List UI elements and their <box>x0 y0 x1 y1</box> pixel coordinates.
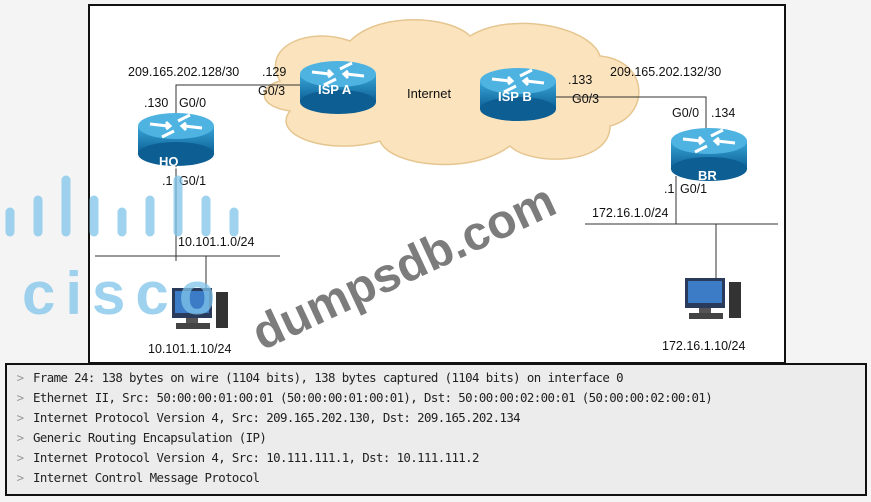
router-br-label: BR <box>698 168 717 183</box>
cloud-label: Internet <box>407 86 452 101</box>
row-text: Ethernet II, Src: 50:00:00:01:00:01 (50:… <box>33 390 713 405</box>
net-left-label: 209.165.202.128/30 <box>128 65 240 79</box>
hq-pc-label: 10.101.1.10/24 <box>148 342 232 356</box>
expand-chevron-icon[interactable]: > <box>16 370 24 385</box>
hq-lan-if-label: G0/1 <box>179 174 207 188</box>
router-ispb-label: ISP B <box>498 89 532 104</box>
packet-details-pane: > Frame 24: 138 bytes on wire (1104 bits)… <box>5 363 867 496</box>
pc-hq-icon <box>172 288 228 329</box>
ispb-if-label: G0/3 <box>572 92 600 106</box>
link-ispb-br <box>518 96 707 129</box>
hq-wan-if-label: G0/0 <box>179 96 207 110</box>
router-ispa-label: ISP A <box>318 82 352 97</box>
expand-chevron-icon[interactable]: > <box>16 390 24 405</box>
br-lan-ip-label: .1 <box>664 182 675 196</box>
packet-detail-row-icmp[interactable]: > Internet Control Message Protocol <box>7 468 865 488</box>
expand-chevron-icon[interactable]: > <box>16 430 24 445</box>
link-hq-ispa <box>175 84 302 114</box>
expand-chevron-icon[interactable]: > <box>16 450 24 465</box>
row-text: Frame 24: 138 bytes on wire (1104 bits),… <box>33 370 624 385</box>
ispa-if-label: G0/3 <box>258 84 286 98</box>
packet-detail-row-ipv4-inner[interactable]: > Internet Protocol Version 4, Src: 10.11… <box>7 448 865 468</box>
expand-chevron-icon[interactable]: > <box>16 470 24 485</box>
pc-br-icon <box>685 278 741 319</box>
hq-wan-ip-label: .130 <box>144 96 169 110</box>
packet-detail-row-gre[interactable]: > Generic Routing Encapsulation (IP) <box>7 428 865 448</box>
topology-drawing <box>95 19 778 329</box>
row-text: Internet Protocol Version 4, Src: 10.111… <box>33 450 479 465</box>
br-wan-ip-label: .134 <box>711 106 736 120</box>
hq-lan-net-label: 10.101.1.0/24 <box>178 235 255 249</box>
internet-cloud <box>263 19 640 166</box>
br-lan-if-label: G0/1 <box>680 182 708 196</box>
packet-detail-row-frame[interactable]: > Frame 24: 138 bytes on wire (1104 bits)… <box>7 368 865 388</box>
br-wan-if-label: G0/0 <box>672 106 700 120</box>
network-topology-diagram: Internet HQ ISP A ISP B BR 209.165.202.1… <box>88 4 786 364</box>
ispb-ip-label: .133 <box>568 73 593 87</box>
br-lan-net-label: 172.16.1.0/24 <box>592 206 669 220</box>
hq-lan-ip-label: .1 <box>162 174 173 188</box>
net-right-label: 209.165.202.132/30 <box>610 65 722 79</box>
packet-detail-row-ethernet[interactable]: > Ethernet II, Src: 50:00:00:01:00:01 (50… <box>7 388 865 408</box>
ispa-ip-label: .129 <box>262 65 287 79</box>
router-hq-label: HQ <box>159 154 179 169</box>
row-text: Internet Protocol Version 4, Src: 209.16… <box>33 410 521 425</box>
row-text: Generic Routing Encapsulation (IP) <box>33 430 267 445</box>
expand-chevron-icon[interactable]: > <box>16 410 24 425</box>
row-text: Internet Control Message Protocol <box>33 470 260 485</box>
br-pc-label: 172.16.1.10/24 <box>662 339 746 353</box>
packet-detail-row-ipv4-outer[interactable]: > Internet Protocol Version 4, Src: 209.1… <box>7 408 865 428</box>
